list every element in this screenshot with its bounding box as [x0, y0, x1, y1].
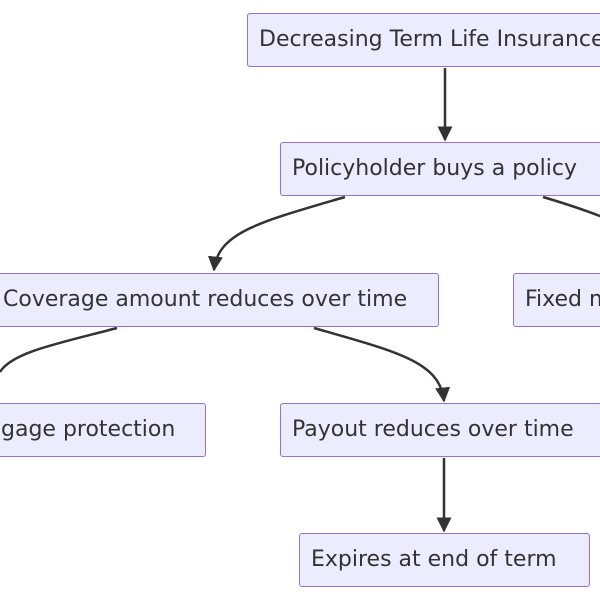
node-label: Policyholder buys a policy — [292, 156, 577, 181]
node-payout-reduces-over-time: Payout reduces over time — [280, 403, 600, 457]
node-mortgage-protection: gage protection — [0, 403, 206, 457]
edge-buy-to-fixed — [542, 195, 600, 218]
node-label: Coverage amount reduces over time — [3, 287, 408, 312]
node-policyholder-buys-a-policy: Policyholder buys a policy — [280, 142, 600, 196]
node-label: Decreasing Term Life Insurance — [259, 27, 600, 52]
node-coverage-amount-reduces: Coverage amount reduces over time — [0, 273, 439, 327]
node-label: Payout reduces over time — [292, 417, 574, 442]
node-label: Expires at end of term — [311, 547, 557, 572]
node-label: Fixed m — [525, 287, 600, 312]
edge-coverage-to-mortgage — [0, 326, 118, 373]
node-fixed: Fixed m — [513, 273, 600, 327]
node-label: gage protection — [1, 417, 176, 442]
node-decreasing-term-life-insurance: Decreasing Term Life Insurance — [247, 13, 600, 67]
node-expires-at-end-of-term: Expires at end of term — [299, 533, 590, 587]
edge-buy-to-coverage — [207, 195, 346, 272]
edge-coverage-to-payout — [313, 326, 451, 403]
